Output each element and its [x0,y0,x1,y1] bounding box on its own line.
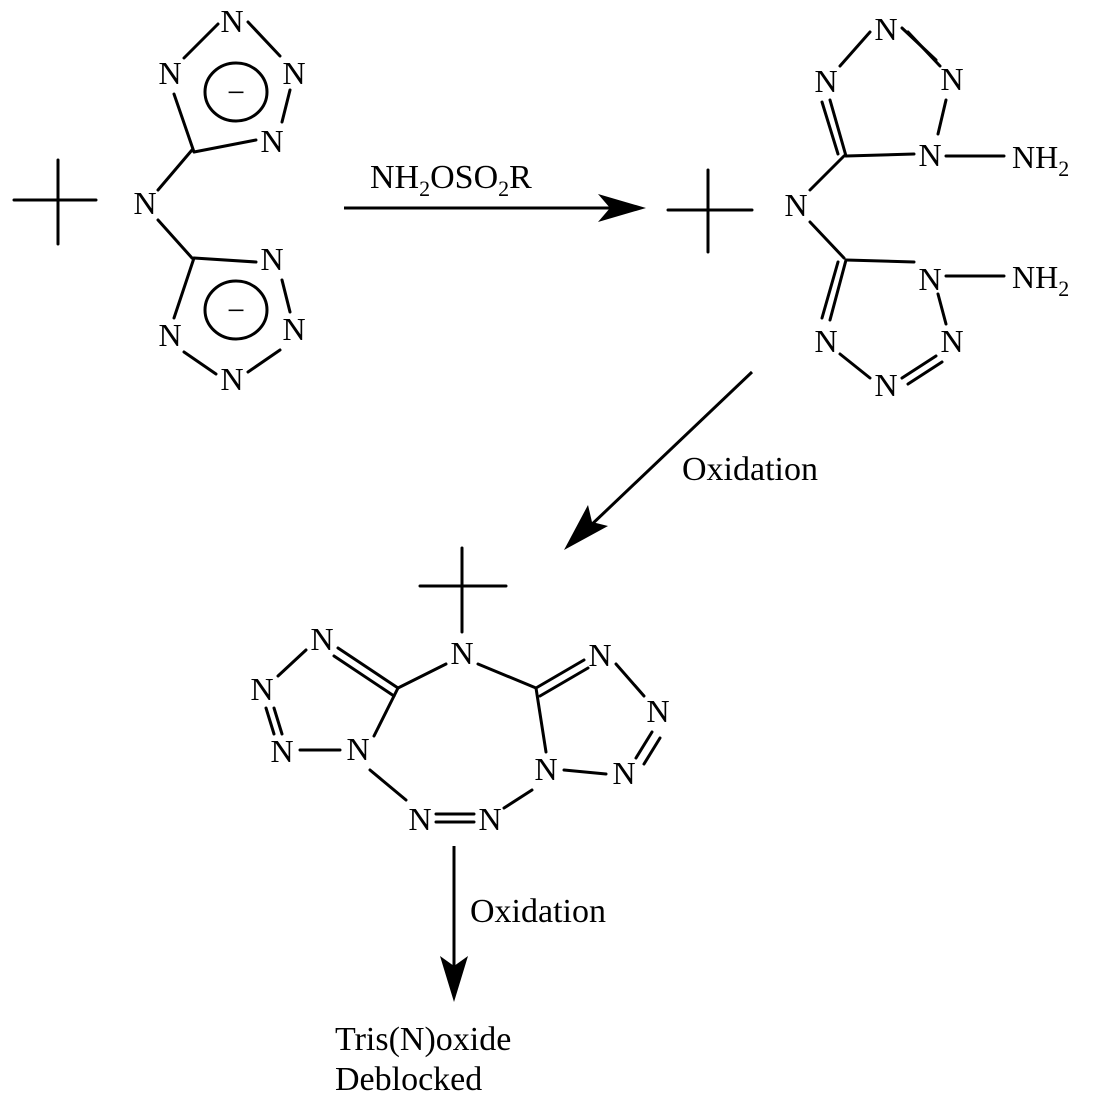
arrow-head [440,956,468,1002]
ring-nitrogen: N [310,621,333,657]
final-product-label: Tris(N)oxide Deblocked [335,1021,511,1098]
ring-nitrogen: N [918,137,941,173]
starting-material: N N N N N − N N N N [12,3,306,397]
reaction-arrow-oxidation-2: Oxidation [440,846,606,1002]
ring-nitrogen: N [282,311,305,347]
ring-nitrogen: N [612,755,635,791]
oxidation-label-2: Oxidation [470,893,606,930]
negative-charge: − [227,292,245,328]
ring-nitrogen: N [940,323,963,359]
bridging-nitrogen: N [450,635,473,671]
final-product-line-1: Tris(N)oxide [335,1021,511,1058]
ring-nitrogen: N [158,317,181,353]
arrow-head [564,505,608,550]
arrow-head [598,194,646,222]
ring-nitrogen: N [588,637,611,673]
ring-nitrogen: N [220,3,243,39]
tetrazolate-ring-upper: N N N N − [158,3,305,159]
tetrazole-ring-left: N N N N [250,621,400,769]
ring-nitrogen: N [408,801,431,837]
tert-butyl-group-right [666,168,754,254]
negative-charge: − [227,74,245,110]
amino-group: NH2 [1012,259,1069,301]
ring-nitrogen: N [814,63,837,99]
ring-nitrogen: N [220,361,243,397]
aminotetrazole-ring-lower: N N N N NH2 [814,258,1069,403]
tert-butyl-group-left [12,158,98,246]
central-nitrogen-left: N [133,185,156,221]
ring-nitrogen: N [534,751,557,787]
ring-nitrogen: N [346,731,369,767]
final-product-line-2: Deblocked [335,1061,482,1098]
tetrazole-ring-right: N N N N [534,637,669,791]
reaction-arrow-oxidation-1: Oxidation [564,370,818,550]
fused-ring-product: N N N N N N N N N [250,546,670,837]
azo-bridge: N N [368,768,534,837]
ring-nitrogen: N [940,61,963,97]
reaction-arrow-amination: NH2OSO2R [344,159,646,222]
central-nitrogen-right: N [784,187,807,223]
ring-nitrogen: N [918,261,941,297]
ring-nitrogen: N [250,671,273,707]
ring-nitrogen: N [282,55,305,91]
amino-group: NH2 [1012,139,1069,181]
reagent-label: NH2OSO2R [370,159,532,201]
ring-nitrogen: N [260,241,283,277]
ring-nitrogen: N [270,733,293,769]
aminotetrazole-ring-upper: N N N N NH2 [814,11,1069,181]
ring-nitrogen: N [874,367,897,403]
bis-aminotetrazole-intermediate: N N N N N NH2 N N N N [666,11,1069,403]
ring-nitrogen: N [874,11,897,47]
ring-nitrogen: N [814,323,837,359]
tetrazolate-ring-lower: N N N N − [158,241,305,397]
oxidation-label-1: Oxidation [682,451,818,488]
ring-nitrogen: N [158,55,181,91]
ring-nitrogen: N [646,693,669,729]
ring-nitrogen: N [260,123,283,159]
ring-nitrogen: N [478,801,501,837]
tert-butyl-group-product [418,546,508,634]
